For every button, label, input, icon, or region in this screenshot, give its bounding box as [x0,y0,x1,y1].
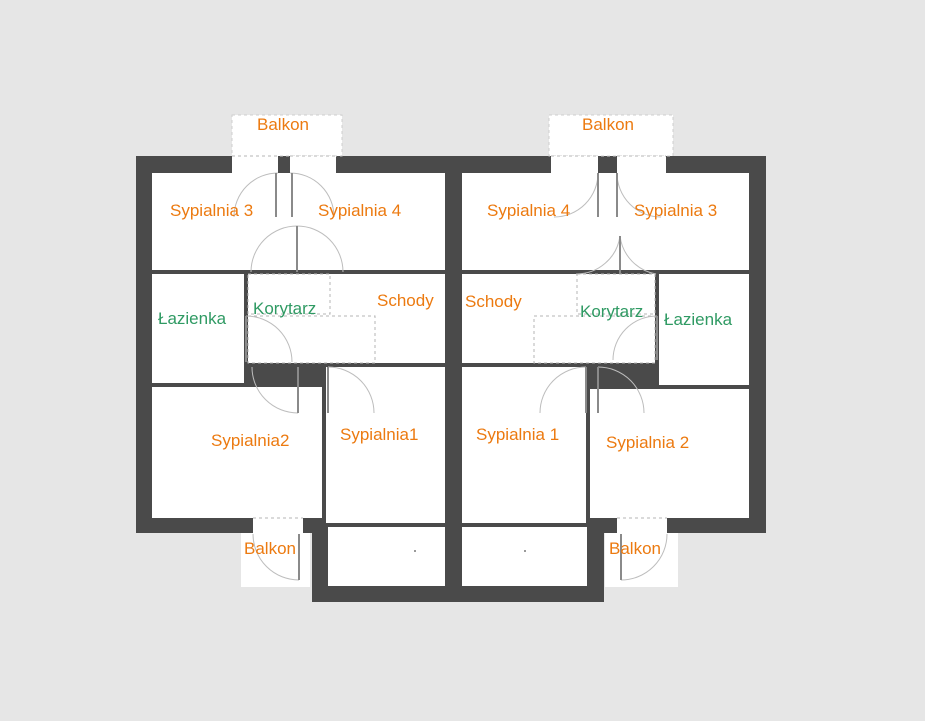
right-sypialnia1-label: Sypialnia 1 [476,425,560,444]
thresholds [232,155,667,519]
right-korytarz-label: Korytarz [580,302,644,321]
left-lazienka-label: Łazienka [158,309,227,328]
right-lazienka-label: Łazienka [664,310,733,329]
right-sypialnia4-label: Sypialnia 4 [487,201,571,220]
small-marks [414,550,526,552]
right-sypialnia3-label: Sypialnia 3 [634,201,718,220]
floors [152,173,749,586]
door-openings [232,156,667,533]
door-leaves [245,173,658,580]
left-sypialnia4-label: Sypialnia 4 [318,201,402,220]
right-balkon-bottom-label: Balkon [609,539,661,558]
left-sypialnia1-label: Sypialnia1 [340,425,419,444]
left-sypialnia3-label: Sypialnia 3 [170,201,254,220]
door-swings [233,172,668,581]
left-balkon-top-label: Balkon [257,115,309,134]
right-schody-label: Schody [465,292,522,311]
left-schody-label: Schody [377,291,434,310]
left-sypialnia2-label: Sypialnia2 [211,431,290,450]
right-balkon-top-label: Balkon [582,115,634,134]
right-sypialnia2-label: Sypialnia 2 [606,433,690,452]
left-korytarz-label: Korytarz [253,299,317,318]
left-balkon-bottom-label: Balkon [244,539,296,558]
